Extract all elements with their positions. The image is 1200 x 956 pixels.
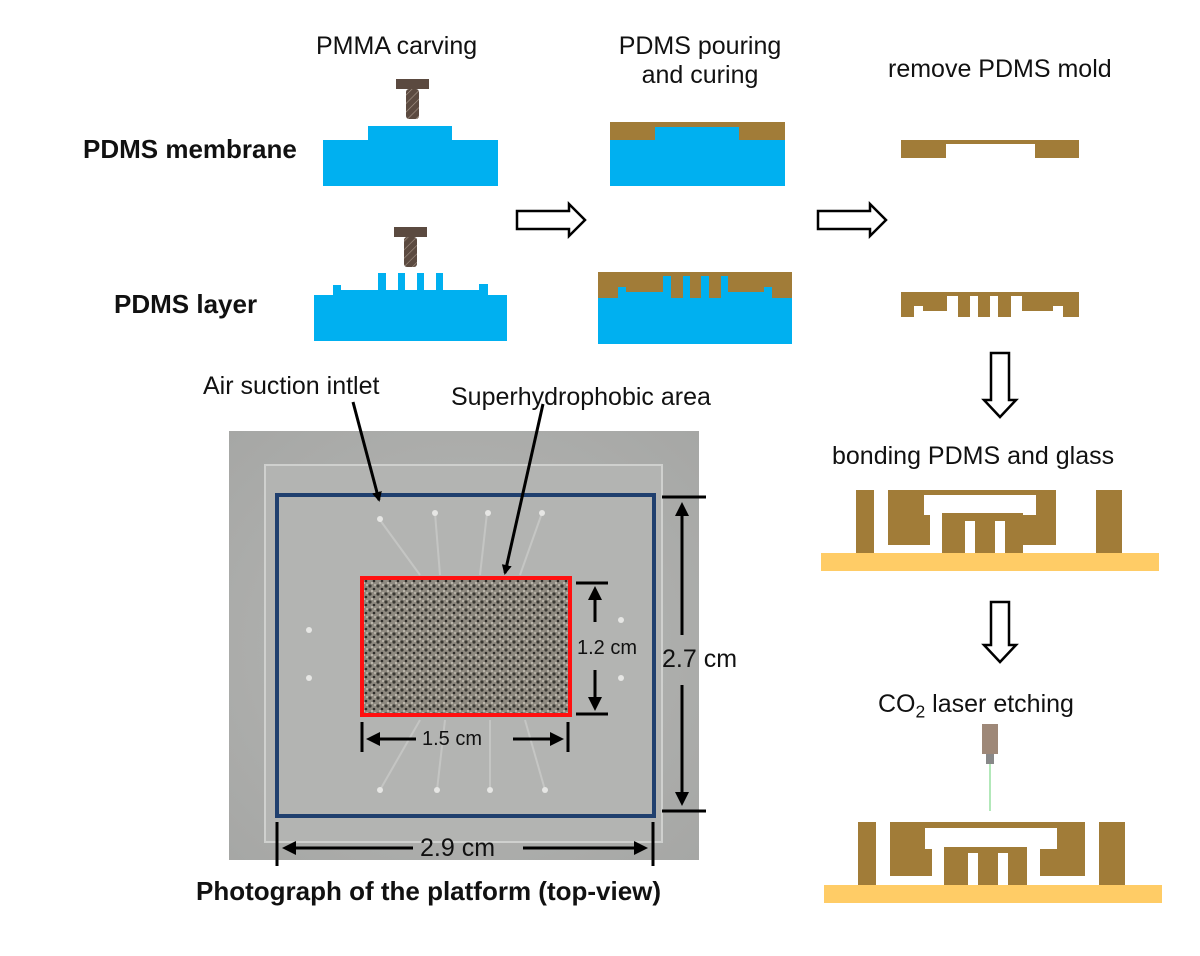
pdms-layer-part	[901, 292, 1079, 317]
annotation-arrow-area	[501, 403, 545, 575]
pdms-poured-layer	[598, 272, 792, 344]
etched-device	[824, 822, 1162, 903]
annotation-arrow-inlet	[351, 401, 382, 502]
dimension-label-area-width: 1.5 cm	[422, 728, 483, 750]
step-label-laser-etching: CO2 laser etching	[878, 690, 1074, 726]
pmma-mold-layer	[314, 273, 507, 341]
step-label-pdms-pouring-line2: and curing	[641, 61, 759, 89]
annotation-superhydrophobic-area: Superhydrophobic area	[451, 383, 711, 411]
row-label-pdms-layer: PDMS layer	[114, 289, 258, 319]
step-label-pmma-carving: PMMA carving	[316, 32, 478, 60]
down-arrow-icon	[981, 600, 1019, 664]
pdms-membrane-part	[901, 140, 1079, 158]
step-label-pdms-pouring: PDMS pouring and curing	[600, 32, 800, 90]
dimension-label-chip-width: 2.9 cm	[420, 834, 496, 862]
annotation-air-suction-inlet: Air suction intlet	[203, 372, 380, 400]
superhydrophobic-area	[360, 576, 572, 717]
step-label-bonding: bonding PDMS and glass	[832, 442, 1115, 470]
right-arrow-icon	[515, 200, 587, 240]
dimension-chip-width	[275, 822, 655, 866]
milling-tool-icon	[396, 79, 429, 119]
step-label-remove-mold: remove PDMS mold	[888, 55, 1112, 83]
down-arrow-icon	[981, 351, 1019, 419]
dimension-label-area-height: 1.2 cm	[577, 637, 638, 659]
bonded-device	[821, 490, 1159, 571]
platform-photograph	[229, 431, 699, 860]
right-arrow-icon	[816, 200, 888, 240]
dimension-area-width	[360, 722, 570, 752]
dimension-area-height	[576, 581, 608, 716]
laser-head-icon	[982, 724, 998, 811]
milling-tool-icon	[394, 227, 427, 267]
chip-outline	[275, 493, 656, 818]
pmma-mold-membrane	[323, 126, 498, 186]
laser-label-suffix: laser etching	[925, 690, 1074, 718]
laser-label-prefix: CO	[878, 690, 916, 718]
dimension-chip-height	[662, 495, 706, 813]
step-label-pdms-pouring-line1: PDMS pouring	[618, 32, 782, 60]
row-label-pdms-membrane: PDMS membrane	[83, 134, 297, 164]
dimension-label-chip-height: 2.7 cm	[662, 645, 738, 673]
photo-caption: Photograph of the platform (top-view)	[196, 876, 662, 906]
pdms-poured-membrane	[610, 122, 785, 186]
laser-label-subscript: 2	[915, 701, 926, 722]
